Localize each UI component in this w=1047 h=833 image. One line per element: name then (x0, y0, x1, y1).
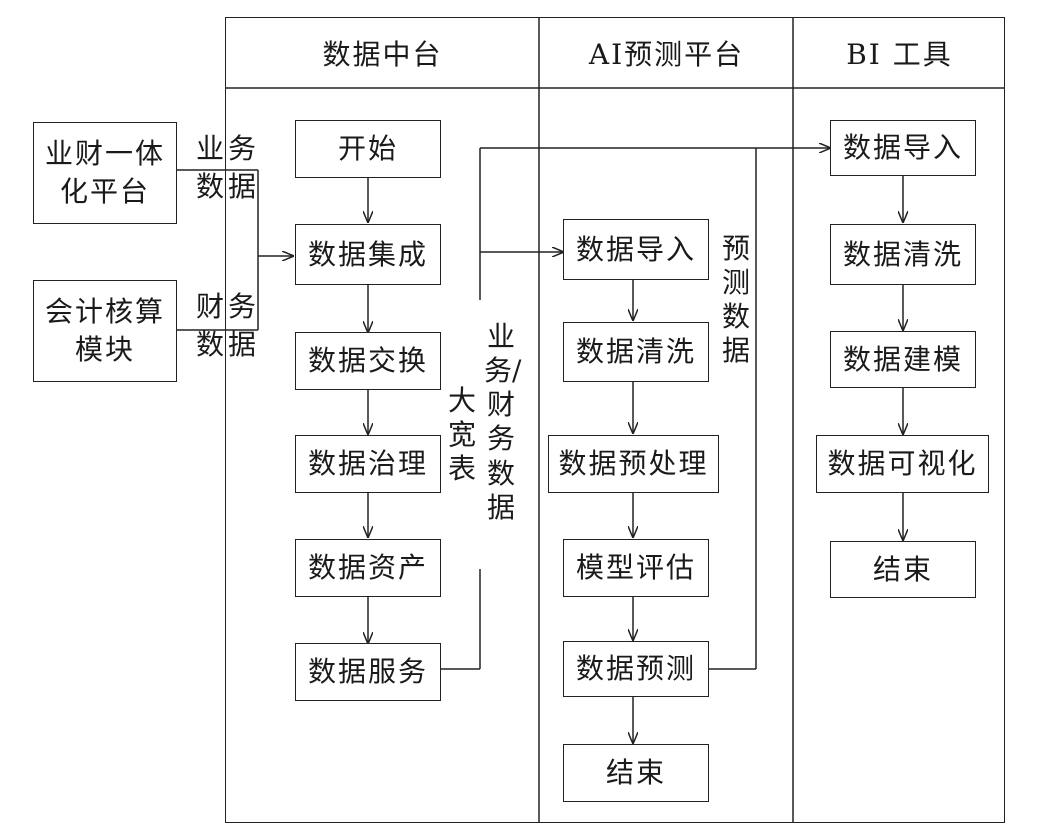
swimlane-frame (225, 17, 1005, 823)
dp-step-assets: 数据资产 (295, 539, 441, 597)
bi-step-modeling: 数据建模 (830, 331, 976, 388)
bi-step-visualization: 数据可视化 (816, 435, 989, 493)
source-accounting-output-label: 财务 数据 (196, 290, 261, 361)
ai-step-prediction: 数据预测 (563, 641, 709, 697)
lane-header-bi-tools: BI 工具 (846, 38, 953, 71)
edge-label-business-finance-data: 业务/财务数据 (484, 320, 522, 524)
source-accounting-line2: 模块 (74, 333, 135, 366)
edge-label-wide-table: 大宽表 (447, 384, 476, 486)
bi-step-cleaning: 数据清洗 (830, 224, 976, 285)
source-erp-output-label: 业务 数据 (196, 132, 261, 203)
source-erp-line2: 化平台 (59, 175, 150, 208)
ai-step-end: 结束 (563, 744, 709, 802)
source-erp-platform: 业财一体 化平台 (33, 122, 177, 224)
dp-step-governance: 数据治理 (295, 435, 441, 493)
lane-header-ai-platform: AI预测平台 (588, 38, 745, 71)
ai-step-model-eval: 模型评估 (563, 539, 709, 597)
ai-step-import: 数据导入 (563, 219, 709, 280)
edge-label-prediction-data: 预测数据 (721, 232, 750, 368)
dp-step-start: 开始 (295, 120, 441, 178)
bi-step-end: 结束 (830, 541, 976, 598)
lane-header-data-platform: 数据中台 (322, 38, 443, 71)
source-accounting-line1: 会计核算 (44, 295, 165, 329)
source-erp-line1: 业财一体 (44, 137, 165, 171)
dp-step-service: 数据服务 (295, 643, 441, 701)
dp-step-exchange: 数据交换 (295, 332, 441, 390)
ai-step-cleaning: 数据清洗 (563, 322, 709, 382)
bi-step-import: 数据导入 (830, 120, 976, 176)
source-accounting-module: 会计核算 模块 (33, 280, 177, 382)
ai-step-preprocessing: 数据预处理 (548, 435, 719, 493)
dp-step-integration: 数据集成 (295, 224, 441, 285)
